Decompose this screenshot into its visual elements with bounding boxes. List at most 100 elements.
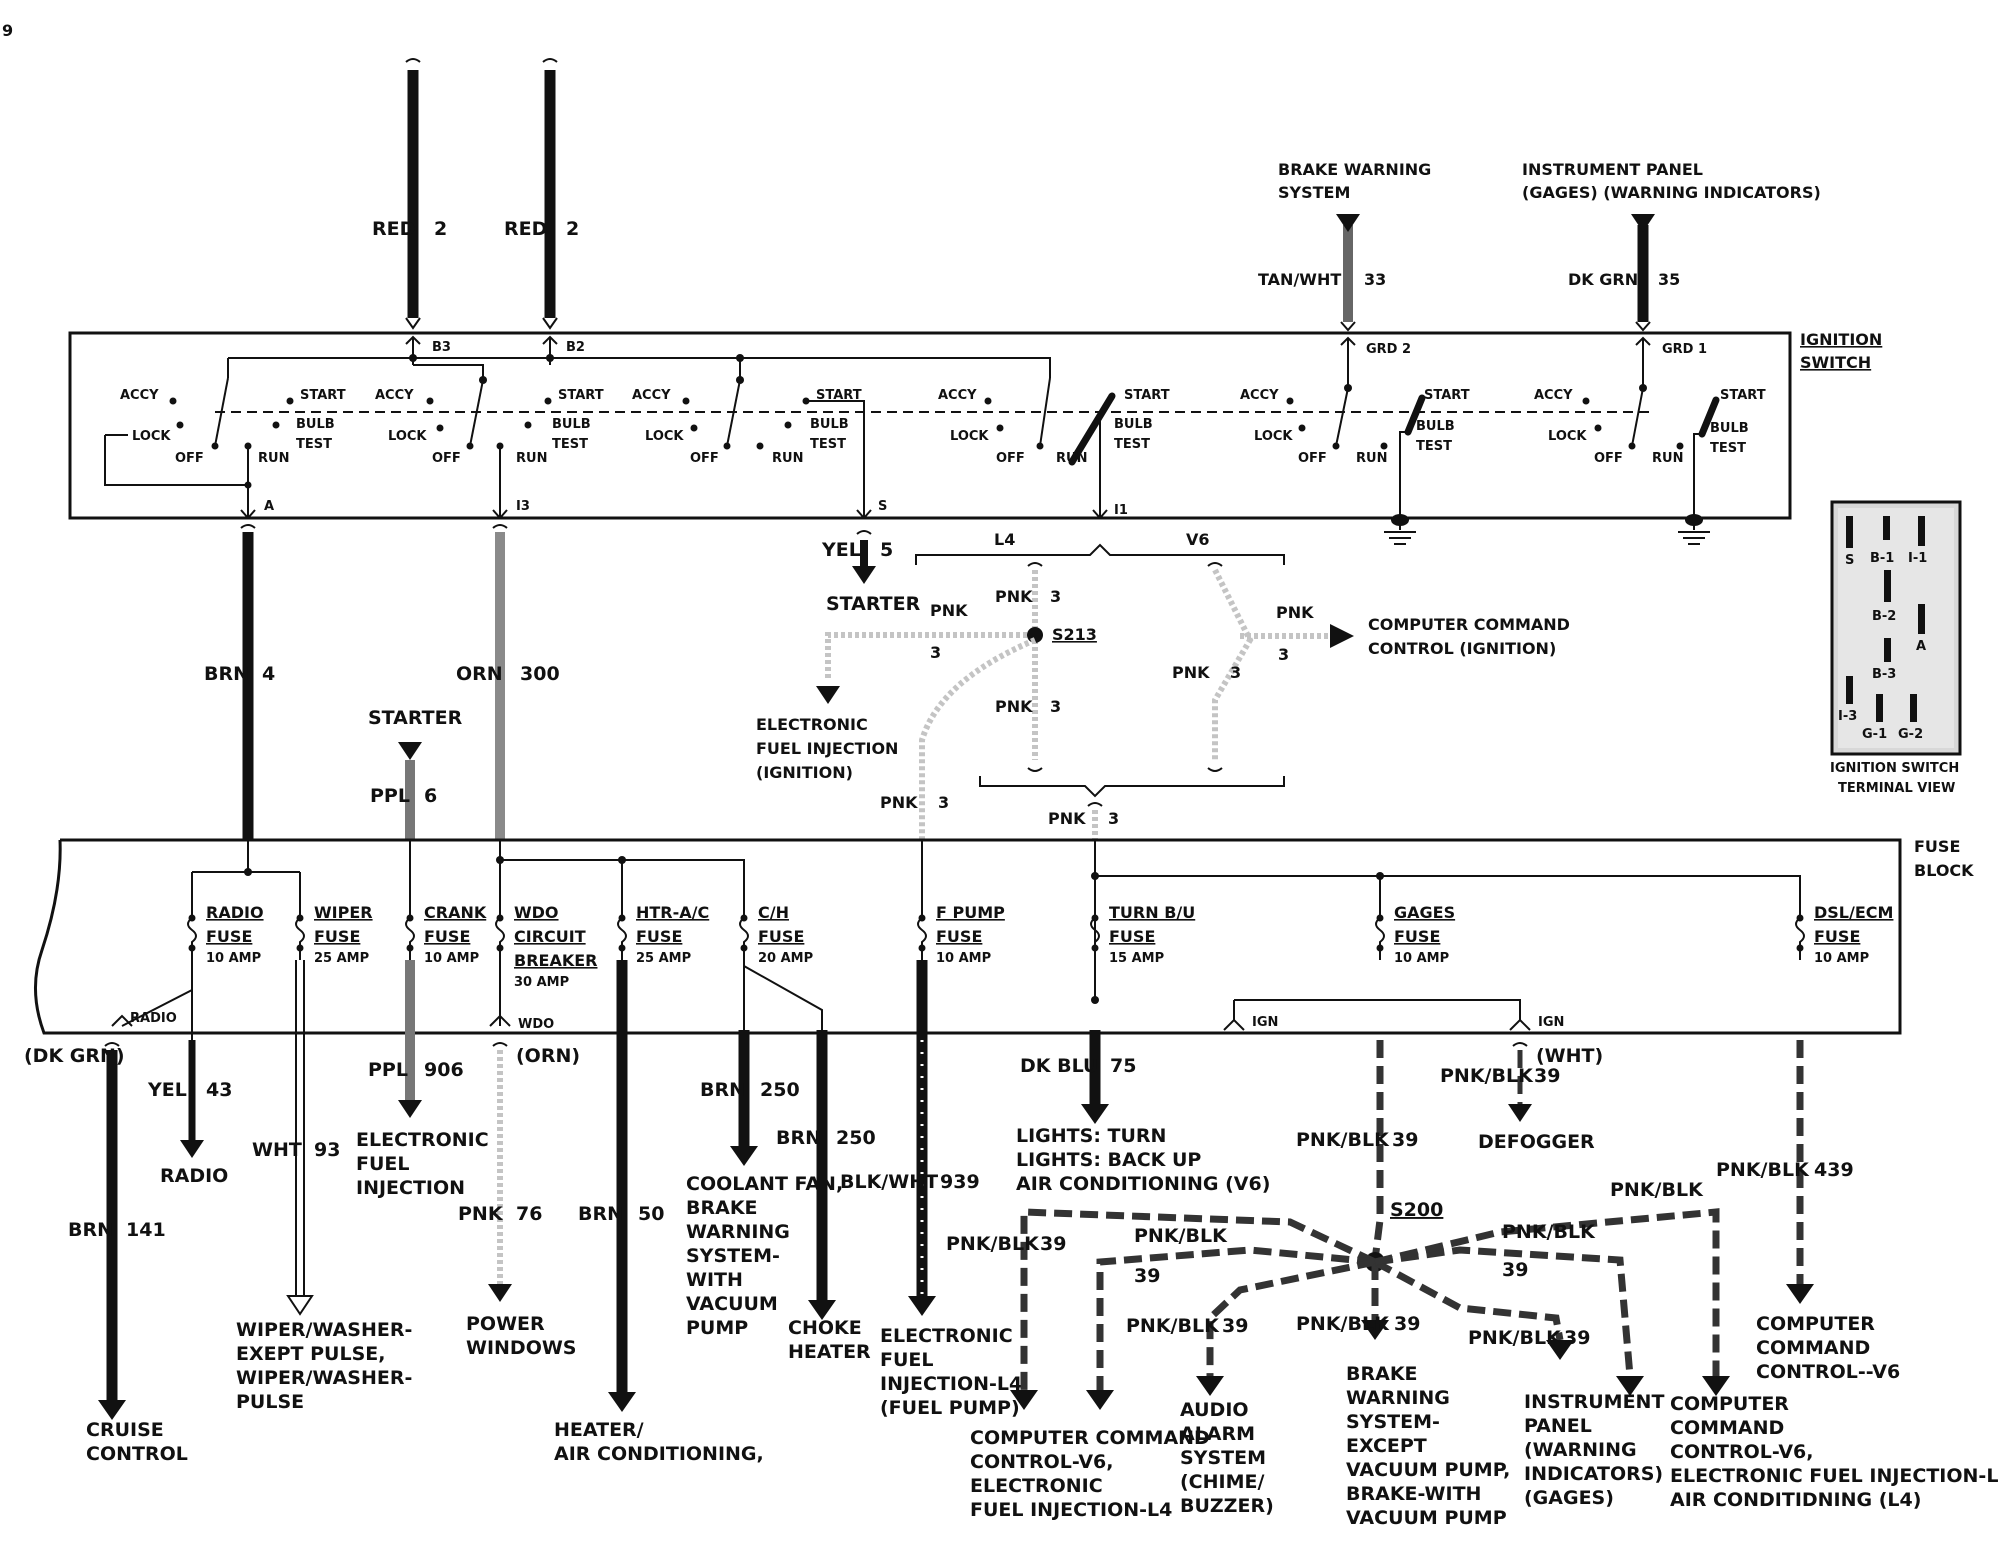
svg-text:COOLANT FAN,: COOLANT FAN, bbox=[686, 1173, 843, 1195]
radio-connector: RADIO bbox=[111, 960, 193, 1090]
svg-text:PNK/BLK: PNK/BLK bbox=[1502, 1221, 1596, 1243]
svg-text:AUDIO: AUDIO bbox=[1180, 1399, 1249, 1421]
svg-text:ELECTRONIC: ELECTRONIC bbox=[880, 1325, 1013, 1347]
svg-text:LOCK: LOCK bbox=[950, 429, 989, 444]
svg-text:PNK: PNK bbox=[930, 601, 968, 620]
svg-text:OFF: OFF bbox=[996, 451, 1025, 466]
terminal-view-caption-2: TERMINAL VIEW bbox=[1838, 781, 1955, 796]
ign-connectors: IGN IGN bbox=[1091, 960, 1564, 1031]
switch-group-4: ACCY LOCK OFF START BULB TEST RUN I1 bbox=[938, 377, 1170, 520]
svg-text:RUN: RUN bbox=[516, 451, 547, 466]
svg-text:START: START bbox=[1424, 388, 1470, 403]
output-efi: PPL 906 ELECTRONIC FUEL INJECTION bbox=[356, 960, 489, 1199]
ip-top-line2: (GAGES) (WARNING INDICATORS) bbox=[1522, 183, 1821, 202]
svg-text:AIR CONDITIDNING (L4): AIR CONDITIDNING (L4) bbox=[1670, 1489, 1921, 1511]
wire-pnk-v6: PNK 3 PNK 3 COMPUTER COMMAND CONTROL (IG… bbox=[1172, 562, 1570, 772]
svg-text:39: 39 bbox=[1564, 1327, 1590, 1349]
svg-text:WIPER/WASHER-: WIPER/WASHER- bbox=[236, 1319, 412, 1341]
svg-text:LIGHTS: TURN: LIGHTS: TURN bbox=[1016, 1125, 1166, 1147]
svg-text:RUN: RUN bbox=[1652, 451, 1683, 466]
splice-s200-branches: PNK/BLK 39 PNK/BLK 39 PNK/BLK 39 PNK/BLK… bbox=[946, 1179, 1730, 1410]
svg-text:39: 39 bbox=[1040, 1233, 1066, 1255]
svg-text:BLK/WHT: BLK/WHT bbox=[840, 1171, 938, 1193]
dest-ccc-efi-ac: COMPUTER COMMAND CONTROL-V6, ELECTRONIC … bbox=[1670, 1393, 1998, 1511]
fuse-rating: 10 AMP bbox=[424, 951, 479, 966]
svg-text:WARNING: WARNING bbox=[1346, 1387, 1450, 1409]
svg-text:76: 76 bbox=[516, 1203, 542, 1225]
fuse-name: WDO bbox=[514, 903, 559, 922]
ground-symbol bbox=[1678, 514, 1710, 545]
svg-text:PNK/BLK: PNK/BLK bbox=[1126, 1315, 1220, 1337]
brake-warning-line2: SYSTEM bbox=[1278, 183, 1350, 202]
svg-text:START: START bbox=[816, 388, 862, 403]
svg-text:LOCK: LOCK bbox=[1548, 429, 1587, 444]
svg-text:CRUISE: CRUISE bbox=[86, 1419, 164, 1441]
wire-pnk-l4: PNK 3 PNK 3 S213 PNK 3 PNK 3 bbox=[816, 562, 1097, 840]
output-choke: BRN 250 CHOKE HEATER bbox=[776, 1030, 876, 1363]
svg-text:B-1: B-1 bbox=[1870, 551, 1894, 566]
fuse-block: FUSE BLOCK bbox=[34, 837, 1974, 1035]
feed-b3-color: RED bbox=[372, 218, 415, 240]
svg-text:43: 43 bbox=[206, 1079, 232, 1101]
svg-text:WINDOWS: WINDOWS bbox=[466, 1337, 577, 1359]
svg-text:ALARM: ALARM bbox=[1180, 1423, 1255, 1445]
svg-text:BULB: BULB bbox=[552, 417, 591, 432]
svg-text:FUEL: FUEL bbox=[356, 1153, 410, 1175]
output-dsl: PNK/BLK 439 COMPUTER COMMAND CONTROL--V6 bbox=[1716, 1040, 1900, 1383]
svg-text:(WHT): (WHT) bbox=[1536, 1045, 1603, 1067]
svg-text:5: 5 bbox=[880, 539, 893, 561]
svg-text:BRN: BRN bbox=[578, 1203, 623, 1225]
svg-text:4: 4 bbox=[262, 663, 275, 685]
terminal-s: S bbox=[878, 499, 887, 514]
fuse-name: C/H bbox=[758, 903, 789, 922]
svg-text:S: S bbox=[1845, 553, 1854, 568]
svg-text:START: START bbox=[300, 388, 346, 403]
svg-text:BRN: BRN bbox=[776, 1127, 821, 1149]
svg-text:39: 39 bbox=[1134, 1265, 1160, 1287]
svg-text:ORN: ORN bbox=[456, 663, 503, 685]
svg-text:WDO: WDO bbox=[518, 1017, 554, 1032]
fuse-name: HTR-A/C bbox=[636, 903, 709, 922]
svg-text:RUN: RUN bbox=[772, 451, 803, 466]
svg-text:OFF: OFF bbox=[175, 451, 204, 466]
brake-warning-color: TAN/WHT bbox=[1258, 270, 1341, 289]
fuse-name: FUSE bbox=[314, 927, 360, 946]
svg-text:LOCK: LOCK bbox=[1254, 429, 1293, 444]
svg-text:93: 93 bbox=[314, 1139, 340, 1161]
svg-text:CONTROL (IGNITION): CONTROL (IGNITION) bbox=[1368, 639, 1556, 658]
ip-top-line1: INSTRUMENT PANEL bbox=[1522, 160, 1703, 179]
fuse-rating: 25 AMP bbox=[636, 951, 691, 966]
output-fuel-pump: BLK/WHT 939 ELECTRONIC FUEL INJECTION-L4… bbox=[840, 960, 1022, 1419]
ignition-switch-label-1: IGNITION bbox=[1800, 330, 1882, 349]
svg-text:RUN: RUN bbox=[1356, 451, 1387, 466]
svg-text:ELECTRONIC: ELECTRONIC bbox=[970, 1475, 1103, 1497]
svg-text:300: 300 bbox=[520, 663, 560, 685]
svg-text:HEATER/: HEATER/ bbox=[554, 1419, 644, 1441]
instrument-panel-feed: INSTRUMENT PANEL (GAGES) (WARNING INDICA… bbox=[1522, 160, 1821, 358]
fuse-rating: 25 AMP bbox=[314, 951, 369, 966]
fuse-rating: 10 AMP bbox=[936, 951, 991, 966]
fuse-name: F PUMP bbox=[936, 903, 1005, 922]
svg-text:(FUEL PUMP): (FUEL PUMP) bbox=[880, 1397, 1020, 1419]
svg-text:FUEL INJECTION: FUEL INJECTION bbox=[756, 739, 898, 758]
svg-text:3: 3 bbox=[1050, 697, 1061, 716]
terminal-view-caption-1: IGNITION SWITCH bbox=[1830, 761, 1959, 776]
fuse-name: FUSE bbox=[936, 927, 982, 946]
wire-pnk-merged: PNK 3 bbox=[1048, 802, 1119, 840]
option-brace-top: L4 V6 bbox=[915, 530, 1285, 565]
svg-text:39: 39 bbox=[1534, 1065, 1560, 1087]
top-feed-b3: RED 2 B3 bbox=[372, 58, 451, 355]
svg-text:906: 906 bbox=[424, 1059, 464, 1081]
svg-text:G-2: G-2 bbox=[1898, 727, 1923, 742]
svg-text:COMPUTER: COMPUTER bbox=[1670, 1393, 1789, 1415]
fuse-name: CRANK bbox=[424, 903, 487, 922]
fuse-name: FUSE bbox=[1814, 927, 1860, 946]
svg-text:250: 250 bbox=[760, 1079, 800, 1101]
svg-text:OFF: OFF bbox=[1594, 451, 1623, 466]
terminal-i3: I3 bbox=[516, 499, 530, 514]
